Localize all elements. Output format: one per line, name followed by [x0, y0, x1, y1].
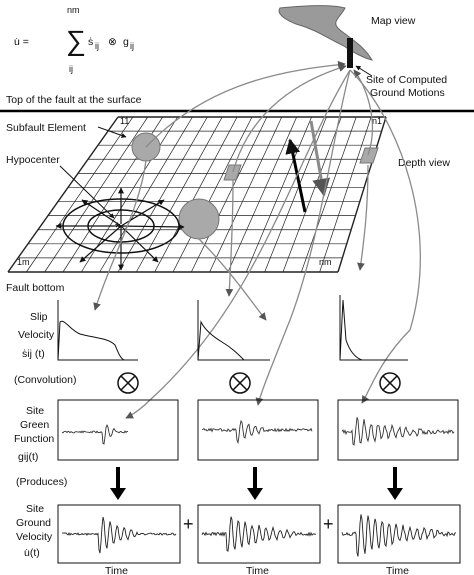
map-view-label: Map view: [371, 15, 416, 27]
ground-label-2: Ground: [16, 517, 51, 529]
green-panel-1: [57, 399, 179, 461]
site-computed-label-2: Ground Motions: [370, 87, 445, 99]
slip-arrow-gray: [309, 120, 331, 197]
grid-line: [209, 116, 283, 273]
subfault-element-label: Subfault Element: [6, 122, 86, 134]
grid-line: [136, 116, 223, 273]
ground-trace-1: [62, 516, 177, 554]
slip-label-3: ṡij (t): [22, 348, 45, 360]
green-label-3: Function: [14, 433, 54, 445]
grid-line: [191, 116, 268, 273]
plus-sign-2: +: [323, 514, 334, 534]
equation-term2: g: [123, 36, 129, 48]
ground-label-3: Velocity: [16, 531, 53, 543]
hypocenter-star-icon: *: [115, 219, 121, 235]
green-label-1: Site: [26, 405, 44, 417]
grid-line: [227, 116, 297, 273]
hypocenter-label: Hypocenter: [6, 154, 60, 166]
ground-velocity-panels: [57, 504, 461, 564]
time-label-2: Time: [246, 565, 269, 575]
map-view-shape: [278, 5, 374, 61]
grid-line: [117, 116, 208, 273]
slip-arrow-black: [285, 138, 307, 213]
row-labels: Slip Velocity ṡij (t) (Convolution) Site…: [14, 311, 76, 559]
subfault-pointer-arrow: [97, 126, 127, 138]
fault-grid: [7, 116, 387, 273]
time-label-1: Time: [105, 565, 128, 575]
convolution-symbols: [117, 372, 401, 394]
grid-line: [301, 116, 357, 273]
ground-panel-3: [337, 504, 461, 564]
hypocenter-pointer-arrow: [59, 165, 115, 219]
grid-line: [154, 116, 238, 273]
grid-line: [7, 116, 119, 273]
ground-trace-3: [341, 514, 457, 557]
site-marker: [347, 38, 353, 68]
ground-label-4: u̇(t): [24, 547, 40, 559]
top-of-fault-label: Top of the fault at the surface: [6, 94, 142, 106]
green-trace-1: [61, 423, 129, 445]
equation-term1: ṡ: [88, 36, 93, 48]
ground-trace-2: [201, 516, 317, 552]
equation-sum-top: nm: [67, 5, 80, 15]
summation-equation: u̇ = nm ∑ ij ṡ ij ⊗ g ij: [14, 5, 134, 74]
equation-term2-sub: ij: [130, 41, 134, 51]
rupture-direction-arrows: [55, 187, 185, 271]
slip-panel-1-axes: [57, 300, 138, 361]
site-pointer-arrow: [355, 65, 373, 77]
grid-line: [172, 116, 253, 273]
slip-label-2: Velocity: [18, 329, 55, 341]
grid-line: [26, 116, 134, 273]
depth-view-label: Depth view: [398, 157, 450, 169]
slip-label-1: Slip: [30, 311, 48, 323]
produces-label: (Produces): [16, 476, 67, 488]
green-function-panels: [57, 399, 459, 461]
grid-line: [337, 116, 387, 273]
grid-line: [246, 116, 312, 273]
ground-panel-2: [197, 504, 321, 564]
corner-n1-label: n1: [372, 116, 382, 126]
fault-bottom-label: Fault bottom: [6, 282, 65, 294]
site-computed-label-1: Site of Computed: [366, 74, 447, 86]
equation-op: ⊗: [108, 36, 117, 48]
subfault-circle-2: [178, 198, 220, 240]
grid-line: [264, 116, 327, 273]
grid-line: [319, 116, 372, 273]
subfault-square-1: [223, 164, 242, 181]
green-label-4: gij(t): [18, 451, 38, 463]
green-label-2: Green: [20, 419, 49, 431]
plus-sign-1: +: [183, 514, 194, 534]
green-trace-2: [201, 419, 313, 445]
green-trace-3: [341, 417, 455, 446]
green-panel-2: [197, 399, 319, 461]
corner-nm-label: nm: [319, 257, 332, 267]
slip-velocity-panels: [57, 295, 408, 361]
slip-panel-3-curve: [339, 299, 363, 361]
grid-line: [282, 116, 342, 273]
slip-panel-1-curve: [57, 320, 125, 361]
ground-label-1: Site: [26, 503, 44, 515]
grid-line: [99, 116, 193, 273]
time-label-3: Time: [386, 565, 409, 575]
ground-panel-1: [57, 504, 181, 564]
equation-sum-bottom: ij: [69, 64, 73, 74]
corner-11-label: 11: [120, 116, 129, 126]
convolution-label: (Convolution): [14, 374, 76, 386]
subfault-square-2: [359, 147, 379, 164]
green-panel-3: [337, 399, 459, 461]
slip-panel-2-curve: [197, 320, 245, 361]
equation-lhs: u̇ =: [14, 36, 29, 48]
produces-arrows: [110, 467, 403, 500]
equation-term1-sub: ij: [95, 41, 99, 51]
grid-line: [44, 116, 149, 273]
corner-1m-label: 1m: [17, 257, 30, 267]
sigma-icon: ∑: [66, 25, 86, 56]
propagation-arrows: [93, 60, 421, 419]
